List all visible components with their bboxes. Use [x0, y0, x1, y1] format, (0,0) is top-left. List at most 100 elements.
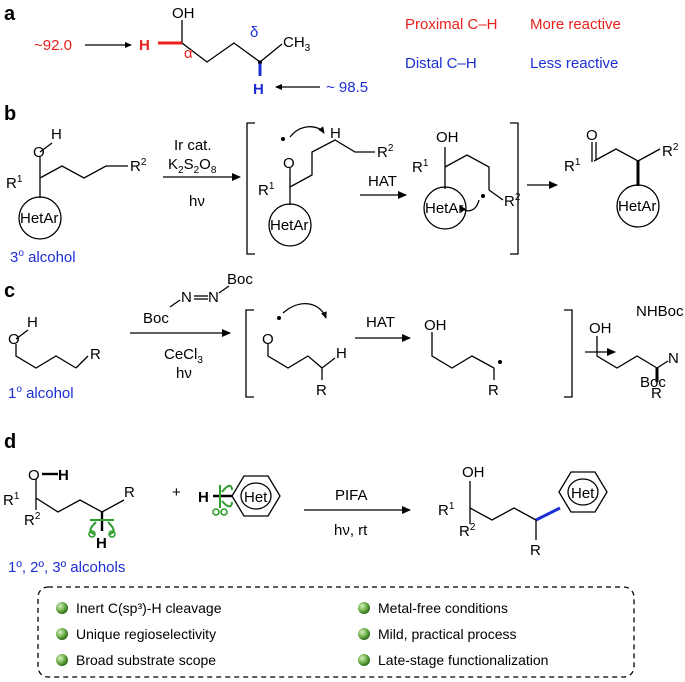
b-ketone-product: [591, 142, 661, 228]
panel-b-substrate: [18, 142, 128, 240]
c-alkoxy-radical: [267, 303, 336, 380]
d-arylation-product: [469, 471, 608, 540]
svg-text:Inert C(sp³)-H cleavage: Inert C(sp³)-H cleavage: [76, 600, 222, 616]
panel-label-d: d: [4, 431, 16, 453]
d-het-label: Het: [244, 489, 268, 506]
b-radical-r1: R1: [258, 181, 275, 199]
b-radical-o: O: [283, 155, 295, 172]
b-carbon-radical-r1: R1: [412, 158, 429, 176]
svg-text:Broad substrate scope: Broad substrate scope: [76, 652, 216, 668]
b-radical-hetar: HetAr: [270, 217, 308, 234]
b-carbon-radical: [423, 147, 504, 230]
c-carbon-radical-r: R: [488, 382, 499, 399]
b-hetar-label: HetAr: [20, 210, 58, 227]
primary-alcohol-label: 1o alcohol: [8, 384, 74, 402]
panel-a-structure: [158, 20, 283, 76]
c-o-label: O: [8, 331, 20, 348]
c-azo-n2: N: [208, 289, 219, 306]
d-product-het: Het: [571, 485, 595, 502]
c-hat-label: HAT: [366, 314, 395, 331]
d-o-label: O: [28, 467, 40, 484]
b-o-label: O: [33, 144, 45, 161]
feature-item: Unique regioselectivity: [56, 626, 216, 642]
b-ketone-o: O: [586, 127, 598, 144]
b-bracket-left: [246, 122, 255, 255]
d-product-r2: R2: [459, 522, 476, 540]
b-reagent-ir: Ir cat.: [174, 137, 212, 154]
d-reagent-conditions: hν, rt: [334, 522, 368, 539]
d-oh-h-label: H: [58, 467, 69, 484]
b-radical-r2: R2: [377, 143, 394, 161]
d-heteroarene: [212, 475, 281, 517]
b-hat-label: HAT: [368, 173, 397, 190]
b-alkoxy-radical: [268, 126, 375, 247]
svg-text:Late-stage functionalization: Late-stage functionalization: [378, 652, 548, 668]
c-product-nhboc: NHBoc: [636, 303, 684, 320]
c-radical-h: H: [336, 345, 347, 362]
b-ketone-r2: R2: [662, 142, 679, 160]
panel-label-c: c: [4, 280, 15, 302]
c-boc-bottom: Boc: [143, 310, 169, 327]
b-reagent-light: hν: [189, 193, 205, 210]
bde-right-value: ~ 98.5: [326, 79, 368, 96]
c-bracket-left: [245, 309, 254, 398]
d-product-r1: R1: [438, 501, 455, 519]
c-h-label: H: [27, 314, 38, 331]
d-ch-h-label: H: [96, 535, 107, 552]
alpha-h-label: H: [139, 37, 150, 54]
d-plus-sign: +: [172, 484, 181, 501]
alpha-symbol: α: [184, 45, 193, 62]
feature-item: Mild, practical process: [358, 626, 517, 642]
proximal-label: Proximal C–H: [405, 16, 498, 33]
d-alcohols-label: 1º, 2º, 3º alcohols: [8, 559, 125, 576]
c-product-r: R: [651, 385, 662, 402]
d-r1-label: R1: [3, 491, 20, 509]
feature-item: Inert C(sp³)-H cleavage: [56, 600, 222, 616]
c-radical-r: R: [316, 382, 327, 399]
svg-text:Unique regioselectivity: Unique regioselectivity: [76, 626, 216, 642]
bde-left-value: ~92.0: [34, 37, 72, 54]
d-r-label: R: [124, 484, 135, 501]
b-carbon-radical-hetar: HetAr: [425, 200, 463, 217]
oh-label: OH: [172, 5, 195, 22]
tertiary-alcohol-label: 3o alcohol: [10, 248, 76, 266]
c-bracket-right: [564, 309, 573, 398]
delta-h-label: H: [253, 81, 264, 98]
b-ketone-r1: R1: [564, 157, 581, 175]
more-reactive-label: More reactive: [530, 16, 621, 33]
delta-symbol: δ: [250, 24, 258, 41]
b-carbon-radical-oh: OH: [436, 129, 459, 146]
b-radical-h: H: [330, 125, 341, 142]
svg-text:Metal-free conditions: Metal-free conditions: [378, 600, 508, 616]
d-reagent-pifa: PIFA: [335, 487, 368, 504]
distal-label: Distal C–H: [405, 55, 477, 72]
svg-text:Mild, practical process: Mild, practical process: [378, 626, 517, 642]
b-bracket-right: [510, 122, 519, 255]
feature-item: Metal-free conditions: [358, 600, 508, 616]
b-r1-label: R1: [6, 174, 23, 192]
less-reactive-label: Less reactive: [530, 55, 618, 72]
c-azo-reagent: [169, 285, 230, 308]
panel-c-substrate: [15, 329, 89, 369]
b-r2-label: R2: [130, 157, 147, 175]
b-reagent-persulfate: K2S2O8: [168, 156, 217, 176]
d-arene-h-label: H: [198, 489, 209, 506]
panel-label-a: a: [4, 3, 16, 25]
d-r2-label: R2: [24, 511, 41, 529]
c-boc-top: Boc: [227, 271, 253, 288]
b-ketone-hetar: HetAr: [618, 198, 656, 215]
c-carbon-radical-oh: OH: [424, 317, 447, 334]
c-reagent-light: hν: [176, 365, 192, 382]
ch3-label: CH3: [283, 34, 311, 54]
d-alcohol-substrate: [35, 472, 125, 538]
panel-label-b: b: [4, 103, 16, 125]
c-product-n: N: [668, 350, 679, 367]
c-hydrazine-product: [596, 336, 669, 382]
features-box: [37, 586, 635, 678]
c-product-boc: Boc: [640, 374, 666, 391]
d-product-oh: OH: [462, 464, 485, 481]
c-r-label: R: [90, 346, 101, 363]
c-carbon-radical: [431, 332, 502, 380]
b-h-label: H: [51, 126, 62, 143]
